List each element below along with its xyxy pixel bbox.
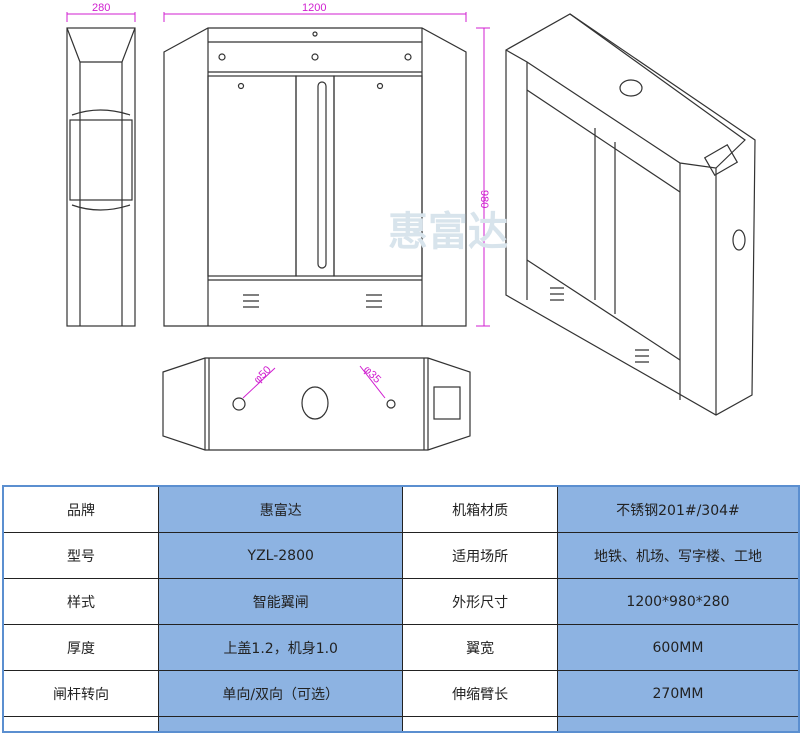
spec-value: 270MM <box>556 670 800 717</box>
side-view <box>66 27 136 327</box>
spec-table: 品牌 惠富达 机箱材质 不锈钢201#/304# 型号 YZL-2800 适用场… <box>2 485 800 733</box>
table-row: 闸杆转向 单向/双向（可选） 伸缩臂长 270MM <box>2 670 800 717</box>
depth-dimension: 280 <box>92 2 110 14</box>
spec-key: 品牌 <box>2 485 160 533</box>
table-row: 样式 智能翼闸 外形尺寸 1200*980*280 <box>2 578 800 625</box>
spec-key: 适用场所 <box>402 532 558 579</box>
spec-value: 1200*980*280 <box>556 578 800 625</box>
spec-value: 单向/双向（可选） <box>158 670 404 717</box>
spec-key: 翼宽 <box>402 624 558 671</box>
technical-drawing: 280 1200 980 φ50 φ35 惠富达 <box>66 2 756 451</box>
spec-value: 600MM <box>556 624 800 671</box>
spec-key: 厚度 <box>2 624 160 671</box>
spec-value: 智能翼闸 <box>158 578 404 625</box>
spec-key: 外形尺寸 <box>402 578 558 625</box>
spec-value: 不锈钢201#/304# <box>556 485 800 533</box>
table-row: 型号 YZL-2800 适用场所 地铁、机场、写字楼、工地 <box>2 532 800 579</box>
table-row: 厚度 上盖1.2，机身1.0 翼宽 600MM <box>2 624 800 671</box>
spec-value: 惠富达 <box>158 485 404 533</box>
isometric-view <box>505 13 756 416</box>
front-view <box>163 27 467 327</box>
spec-key: 机箱材质 <box>402 485 558 533</box>
width-dimension: 1200 <box>302 2 326 14</box>
table-row: 品牌 惠富达 机箱材质 不锈钢201#/304# <box>2 485 800 533</box>
spec-key: 型号 <box>2 532 160 579</box>
spec-value: YZL-2800 <box>158 532 404 579</box>
spec-key: 闸杆转向 <box>2 670 160 717</box>
watermark: 惠富达 <box>388 209 508 255</box>
hole-label-large: φ50 <box>252 364 274 386</box>
spec-key: 样式 <box>2 578 160 625</box>
top-view <box>162 357 471 451</box>
table-row <box>2 716 800 733</box>
spec-value: 上盖1.2，机身1.0 <box>158 624 404 671</box>
height-dimension: 980 <box>478 190 490 208</box>
hole-label-small: φ35 <box>361 364 383 386</box>
spec-key: 伸缩臂长 <box>402 670 558 717</box>
spec-value: 地铁、机场、写字楼、工地 <box>556 532 800 579</box>
